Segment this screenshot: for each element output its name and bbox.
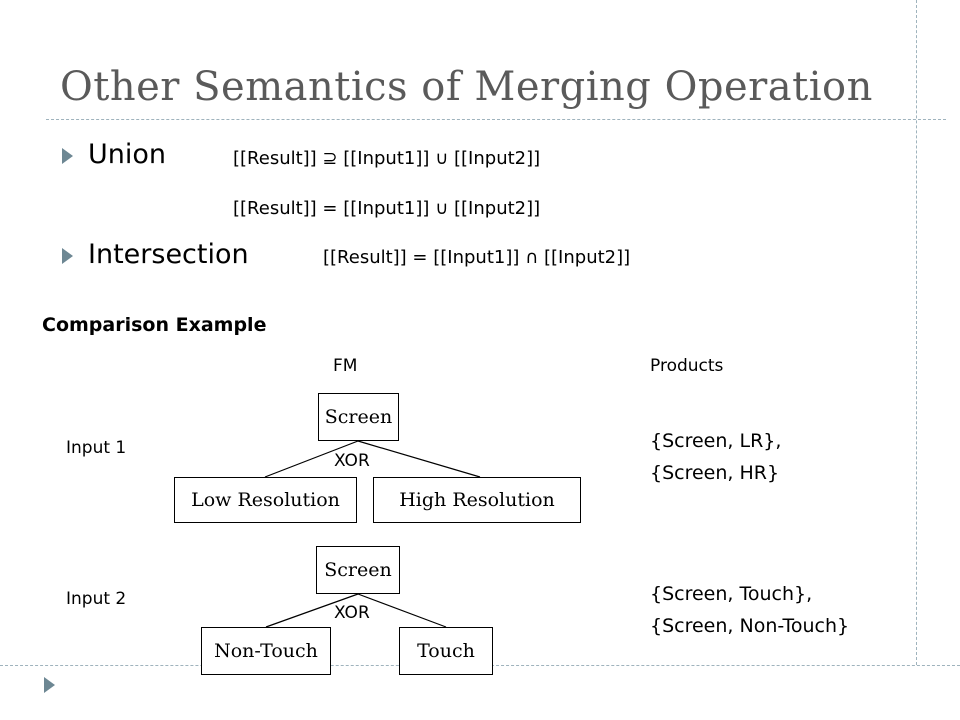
intersection-term: Intersection (88, 239, 249, 270)
input2-xor-label: XOR (334, 603, 370, 623)
input1-xor-label: XOR (334, 451, 370, 471)
column-header-fm: FM (333, 356, 358, 376)
input2-product-2: {Screen, Non-Touch} (650, 615, 850, 637)
connector-input2-left (265, 593, 359, 628)
intersection-formula: [[Result]] = [[Input1]] ∩ [[Input2]] (323, 247, 631, 268)
footer-triangle-icon (44, 677, 55, 693)
union-term: Union (88, 139, 167, 170)
right-divider (916, 0, 917, 665)
input1-child-low-resolution: Low Resolution (174, 477, 357, 523)
union-formula-equal: [[Result]] = [[Input1]] ∪ [[Input2]] (233, 198, 541, 219)
input1-label: Input 1 (66, 438, 127, 458)
column-header-products: Products (650, 356, 724, 376)
input2-child-non-touch: Non-Touch (201, 627, 331, 675)
slide-title: Other Semantics of Merging Operation (60, 64, 873, 110)
input1-child-high-resolution: High Resolution (373, 477, 581, 523)
input2-products: {Screen, Touch}, {Screen, Non-Touch} (650, 578, 849, 642)
union-formula-superset: [[Result]] ⊇ [[Input1]] ∪ [[Input2]] (233, 148, 541, 169)
connector-input1-left (264, 440, 359, 478)
comparison-heading: Comparison Example (42, 314, 267, 336)
title-divider (46, 119, 946, 120)
input2-product-1: {Screen, Touch}, (650, 583, 813, 605)
input2-label: Input 2 (66, 589, 127, 609)
connector-input2-right (357, 593, 447, 628)
input1-products: {Screen, LR}, {Screen, HR} (650, 425, 781, 489)
input1-product-1: {Screen, LR}, (650, 430, 782, 452)
input2-root-feature: Screen (316, 546, 400, 594)
input1-product-2: {Screen, HR} (650, 462, 780, 484)
bullet-triangle-icon (62, 148, 73, 164)
input2-child-touch: Touch (399, 627, 493, 675)
connector-input1-right (357, 440, 481, 478)
input1-root-feature: Screen (318, 393, 399, 441)
bullet-triangle-icon (62, 248, 73, 264)
